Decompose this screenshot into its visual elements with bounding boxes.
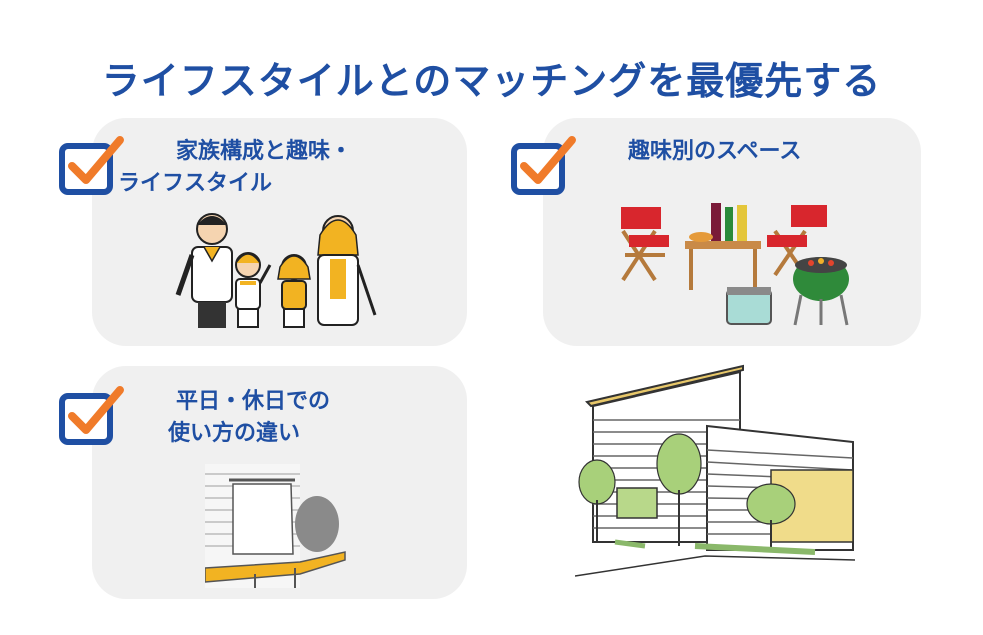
page-title: ライフスタイルとのマッチングを最優先する: [101, 59, 882, 103]
card-family-label-2: ライフスタイル: [118, 171, 273, 196]
card-family-label-1: 家族構成と趣味・: [176, 139, 353, 164]
card-family-lifestyle: [92, 118, 467, 346]
card-weekday-label-2: 使い方の違い: [168, 421, 301, 446]
card-weekday-label-1: 平日・休日での: [176, 389, 331, 414]
house-illustration: [575, 364, 856, 577]
checkbox-icon: [511, 136, 576, 195]
checkbox-icon: [59, 386, 124, 445]
awning-illustration: [205, 464, 346, 588]
card-hobby-label: 趣味別のスペース: [628, 139, 802, 164]
family-illustration: [175, 213, 377, 328]
checkbox-icon: [59, 136, 124, 195]
bbq-camping-illustration: [621, 203, 849, 326]
